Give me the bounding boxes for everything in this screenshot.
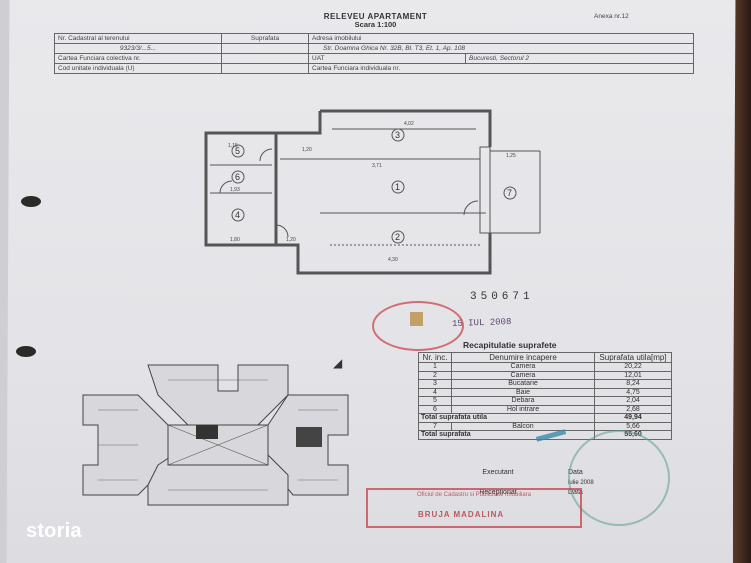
dimension-label: 1,15: [228, 143, 238, 149]
document-title: RELEVEU APARTAMENT: [323, 12, 428, 21]
document-scale: Scara 1:100: [354, 20, 397, 29]
header-cell: [221, 63, 309, 74]
building-site-plan: [82, 364, 349, 506]
dimension-label: 1,80: [230, 237, 240, 243]
recap-header: Nr. inc.: [418, 352, 452, 363]
executant-label: Executant: [482, 469, 514, 476]
room-label: 7: [507, 188, 512, 198]
header-cell: Cartea Funciara individuala nr.: [308, 63, 694, 74]
red-rectangular-stamp: Oficiul de Cadastru si Publicitate Imobi…: [366, 488, 582, 528]
header-cell: Str. Doamna Ghica Nr. 32B, Bl. T3, Et. 1…: [308, 43, 694, 54]
official-round-stamp: [372, 301, 464, 351]
header-cell: Cod unitate individuala (U): [54, 63, 222, 74]
header-cell: [221, 53, 309, 64]
room-label: 5: [235, 146, 240, 156]
room-label: 3: [395, 130, 400, 140]
header-cell: [221, 43, 309, 54]
header-cell: Bucuresti, Sectorul 2: [465, 53, 694, 64]
receptionat-label: Receptionat: [479, 489, 517, 496]
dimension-label: 1,93: [230, 187, 240, 193]
dimension-label: 4,30: [388, 257, 398, 263]
desk-edge: [733, 0, 751, 563]
header-cell: Adresa imobilului: [308, 33, 694, 44]
punch-hole: [16, 346, 36, 357]
header-cell: Suprafata: [221, 33, 309, 44]
date-stamp: 15 IUL 2008: [451, 316, 512, 330]
recap-header: Suprafata utila[mp]: [594, 352, 672, 363]
punch-hole: [21, 196, 41, 207]
dimension-label: 3,71: [372, 163, 382, 169]
green-round-stamp: [568, 430, 670, 526]
recap-table: Nr. inc. Denumire incapere Suprafata uti…: [418, 352, 672, 440]
coat-of-arms-icon: [410, 312, 423, 326]
header-cell: Nr. Cadastral al terenului: [54, 33, 222, 44]
recap-header: Denumire incapere: [451, 352, 595, 363]
north-arrow-icon: ◢: [333, 356, 343, 370]
header-table: Nr. Cadastral al terenului Suprafata Adr…: [54, 33, 694, 74]
dimension-label: 4,02: [404, 121, 414, 127]
floor-plan: 3 1 2 4 5 6 7 4,02 1,20 1,15 3,71 1,93 1…: [204, 109, 541, 275]
dimension-label: 1,20: [286, 237, 296, 243]
header-cell: 9323/3/...5...: [54, 43, 222, 54]
annex-label: Anexa nr.12: [594, 13, 629, 20]
room-label: 4: [235, 210, 240, 220]
recap-title: Recapitulatie suprafete: [463, 340, 557, 350]
room-label: 1: [395, 182, 400, 192]
header-cell: Cartea Funciara colectiva nr.: [54, 53, 222, 64]
registration-number: 350671: [470, 291, 534, 303]
dimension-label: 1,20: [302, 147, 312, 153]
room-label: 2: [395, 232, 400, 242]
dimension-label: 1,25: [506, 153, 516, 159]
header-cell: UAT: [308, 53, 466, 64]
room-label: 6: [235, 172, 240, 182]
storia-logo: storia: [26, 520, 82, 542]
